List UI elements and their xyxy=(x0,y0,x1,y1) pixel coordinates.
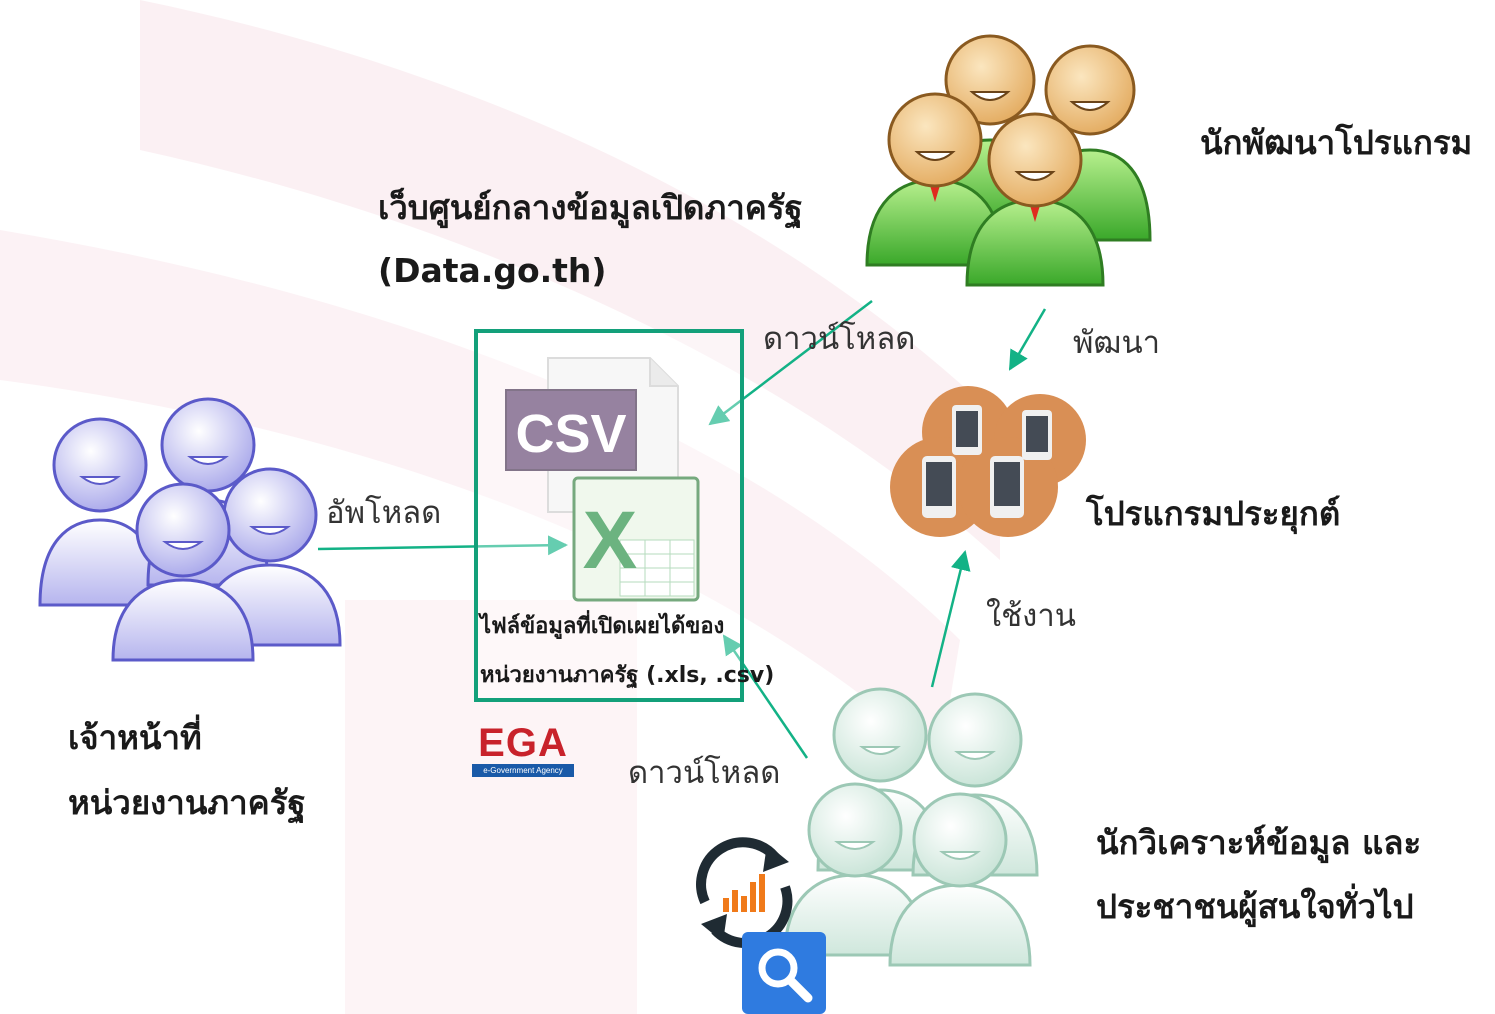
data-files-label-line1: ไฟล์ข้อมูลที่เปิดเผยได้ของ xyxy=(480,614,725,639)
ega-logo-letters: EGA xyxy=(478,721,568,765)
use-arrow xyxy=(930,550,971,688)
download-analyst-arrow xyxy=(722,634,809,759)
developers-label: นักพัฒนาโปรแกรม xyxy=(1200,123,1473,162)
officers-group-icon xyxy=(10,397,342,662)
portal-title-line1: เว็บศูนย์กลางข้อมูลเปิดภาครัฐ xyxy=(378,188,803,227)
ega-logo-subtitle: e-Government Agency xyxy=(472,764,574,777)
csv-label: CSV xyxy=(515,404,626,464)
data-files-label-line2: หน่วยงานภาครัฐ (.xls, .csv) xyxy=(480,663,775,688)
analysts-label-line2: ประชาชนผู้สนใจทั่วไป xyxy=(1096,887,1414,926)
develop-label: พัฒนา xyxy=(1073,325,1161,361)
officers-label-line1: เจ้าหน้าที่ xyxy=(68,718,202,757)
analysts-group-icon xyxy=(783,687,1039,967)
excel-file-icon: X xyxy=(572,476,700,602)
ega-logo: EGA e-Government Agency xyxy=(472,722,574,778)
data-files-box xyxy=(474,329,744,702)
download-dev-label: ดาวน์โหลด xyxy=(763,321,916,357)
upload-label: อัพโหลด xyxy=(326,495,442,531)
excel-label: X xyxy=(583,495,638,586)
search-icon xyxy=(742,932,826,1014)
portal-title-line2: (Data.go.th) xyxy=(378,251,607,290)
csv-file-icon: CSV xyxy=(505,357,679,513)
download-dev-arrow xyxy=(708,300,873,426)
upload-arrow xyxy=(317,535,568,556)
mobile-apps-icon xyxy=(890,386,1086,537)
download-analyst-label: ดาวน์โหลด xyxy=(628,755,781,791)
officers-label-line2: หน่วยงานภาครัฐ xyxy=(68,783,306,822)
analysts-label-line1: นักวิเคราะห์ข้อมูล และ xyxy=(1096,823,1422,862)
analytics-refresh-icon xyxy=(696,837,793,948)
develop-arrow xyxy=(1008,308,1047,371)
developers-group-icon xyxy=(865,34,1152,287)
apps-label: โปรแกรมประยุกต์ xyxy=(1086,494,1341,533)
use-label: ใช้งาน xyxy=(986,598,1076,634)
